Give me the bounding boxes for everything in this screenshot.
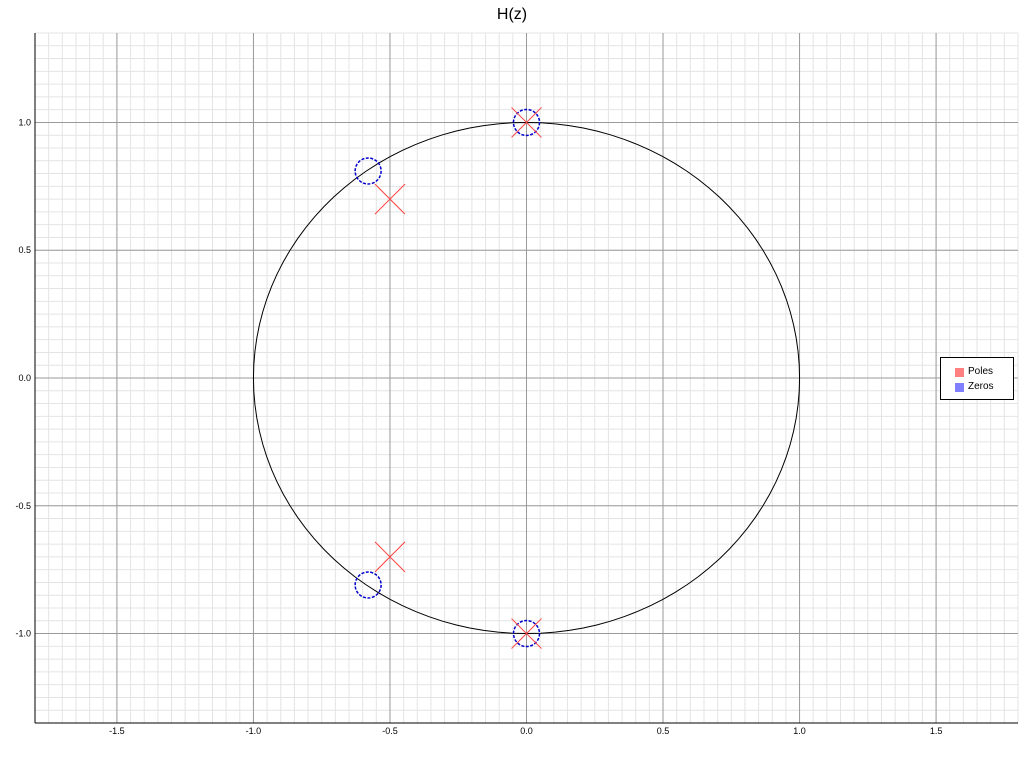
- pole-stroke: [374, 541, 406, 573]
- legend-item-zeros: Zeros: [955, 381, 994, 393]
- zero-marker: [354, 157, 382, 185]
- pole-stroke: [511, 107, 542, 138]
- zero-marker: [512, 619, 541, 648]
- axes: [34, 33, 1018, 724]
- x-tick-label: 1.0: [793, 726, 806, 736]
- pole-stroke: [374, 183, 406, 215]
- pole-marker: [511, 618, 542, 649]
- legend-swatch-zeros: [955, 382, 964, 392]
- legend-item-poles: Poles: [955, 366, 993, 378]
- zero-marker: [512, 108, 541, 137]
- y-tick-label: 1.0: [18, 117, 31, 127]
- marks-layer: [354, 107, 542, 649]
- pole-marker: [511, 107, 542, 138]
- unit-circle: [252, 121, 801, 635]
- pole-marker: [374, 541, 406, 573]
- x-tick-label: 0.5: [657, 726, 670, 736]
- unit-circle-layer: [252, 121, 801, 635]
- legend-swatch-poles: [955, 367, 964, 377]
- chart-title: H(z): [496, 6, 528, 23]
- y-tick-label: -0.5: [15, 501, 31, 511]
- tick-labels: -1.5 -1.0 -0.5 0.0 0.5 1.0 1.5 -1.0 -0.5 0.0 0.5 1.…: [15, 117, 942, 736]
- major-grid: [35, 33, 1018, 723]
- y-tick-label: 0.0: [18, 373, 31, 383]
- legend-label-zeros: Zeros: [968, 381, 994, 392]
- y-tick-label: -1.0: [15, 629, 31, 639]
- legend: Poles Zeros: [940, 357, 1014, 400]
- pole-stroke: [511, 618, 542, 649]
- pole-marker: [374, 183, 406, 215]
- x-tick-label: -1.5: [109, 726, 125, 736]
- x-tick-label: 0.0: [520, 726, 533, 736]
- x-tick-label: -1.0: [246, 726, 262, 736]
- y-tick-label: 0.5: [18, 245, 31, 255]
- zero-marker: [354, 571, 382, 599]
- x-tick-label: 1.5: [930, 726, 943, 736]
- legend-label-poles: Poles: [968, 366, 994, 377]
- x-tick-label: -0.5: [382, 726, 398, 736]
